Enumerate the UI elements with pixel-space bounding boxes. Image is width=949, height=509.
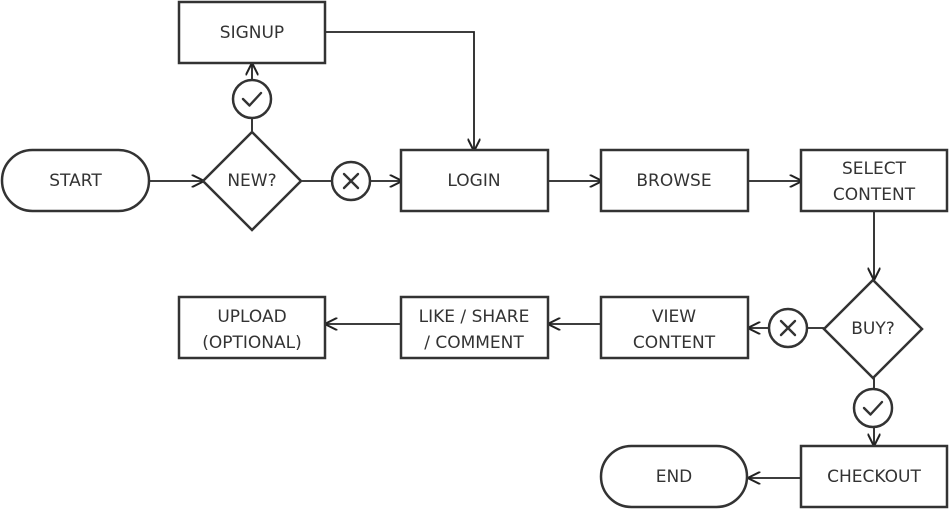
node-buy-decision: BUY? <box>822 278 924 380</box>
node-checkout-label: CHECKOUT <box>827 467 921 487</box>
node-new-label: NEW? <box>227 171 276 191</box>
node-upload-label-line1: UPLOAD <box>217 307 286 327</box>
node-login: LOGIN <box>399 148 550 213</box>
node-browse: BROWSE <box>599 148 750 213</box>
node-checkout: CHECKOUT <box>799 444 949 509</box>
node-select-label-line1: SELECT <box>842 159 907 179</box>
node-select-label-line2: CONTENT <box>833 185 916 205</box>
x-icon <box>767 307 809 349</box>
node-login-label: LOGIN <box>447 171 500 191</box>
node-start-label: START <box>49 171 102 191</box>
node-view-content: VIEW CONTENT <box>599 295 750 360</box>
node-end: END <box>599 444 749 509</box>
node-upload-label-line2: (OPTIONAL) <box>202 333 302 353</box>
node-like-label-line1: LIKE / SHARE <box>419 307 530 327</box>
edge-signup-to-login <box>326 31 474 150</box>
node-signup-label: SIGNUP <box>220 23 284 43</box>
node-start: START <box>0 148 151 213</box>
node-new-decision: NEW? <box>201 130 303 232</box>
x-icon <box>330 160 372 202</box>
check-icon <box>852 387 894 429</box>
node-end-label: END <box>656 467 693 487</box>
node-view-label-line2: CONTENT <box>633 333 716 353</box>
node-select-content: SELECT CONTENT <box>799 148 949 213</box>
node-browse-label: BROWSE <box>636 171 711 191</box>
node-like-label-line2: / COMMENT <box>424 333 524 353</box>
node-view-label-line1: VIEW <box>652 307 696 327</box>
node-upload: UPLOAD (OPTIONAL) <box>177 295 327 360</box>
node-signup: SIGNUP <box>177 0 327 65</box>
node-buy-label: BUY? <box>851 319 895 339</box>
node-like-share-comment: LIKE / SHARE / COMMENT <box>399 295 550 360</box>
check-icon <box>231 78 273 120</box>
